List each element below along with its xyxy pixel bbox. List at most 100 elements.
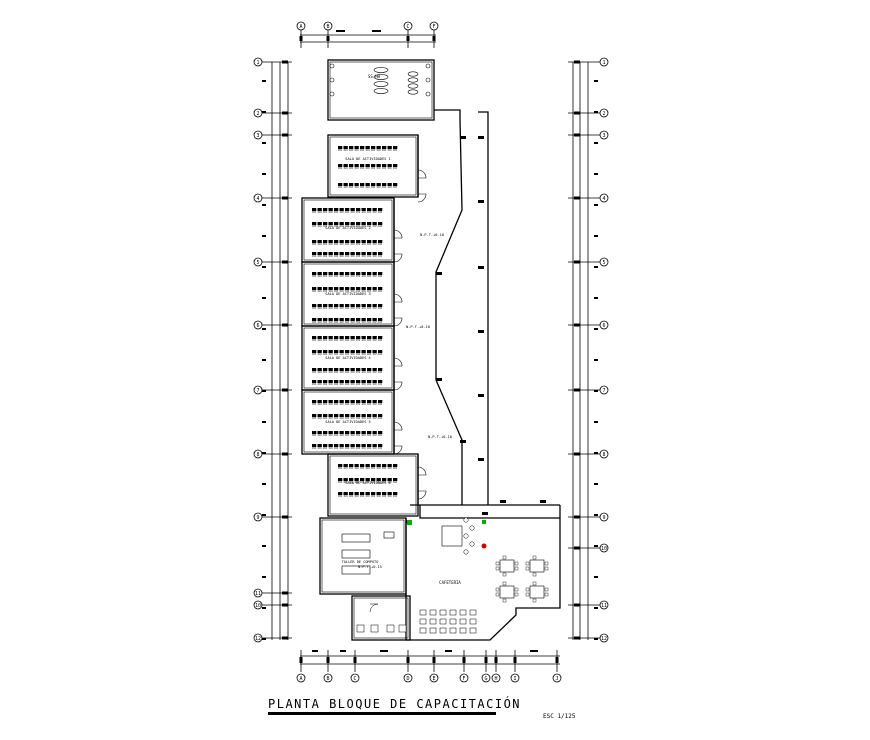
student-chair [334, 243, 338, 245]
student-desk [382, 492, 387, 495]
student-chair [312, 243, 316, 245]
student-chair [345, 211, 349, 213]
student-chair [361, 243, 366, 245]
student-chair [350, 321, 355, 323]
kitchen-fixture [463, 549, 469, 555]
left-row-axis-7: 7 [253, 385, 263, 395]
classroom-5-desks [312, 431, 383, 436]
student-chair [361, 290, 366, 292]
top-column-axis-C: C [403, 21, 413, 31]
student-desk [345, 368, 350, 371]
student-desk [334, 318, 339, 321]
lab-teacher-desk [383, 531, 395, 539]
axis-bubble-circle [253, 588, 263, 598]
toilet-fixture [407, 83, 419, 89]
cafeteria-chair [532, 598, 537, 603]
student-desk [338, 478, 343, 481]
student-chair [365, 481, 370, 483]
right-axis-marker [574, 260, 580, 264]
left-axis-marker [282, 388, 288, 392]
student-desk [361, 287, 366, 290]
left-row-axis-1: 1 [253, 57, 263, 67]
student-desk [328, 304, 333, 307]
student-desk [356, 287, 361, 290]
student-desk [356, 431, 361, 434]
student-desk [382, 478, 387, 481]
student-desk [367, 380, 372, 383]
student-chair [334, 225, 338, 227]
student-desk [393, 164, 398, 167]
cafeteria-table-set [525, 555, 549, 577]
classroom-4-desks [312, 350, 383, 355]
student-desk [376, 164, 381, 167]
student-desk [323, 414, 328, 417]
student-desk [323, 252, 328, 255]
student-chair [345, 371, 349, 373]
student-desk [378, 222, 383, 225]
student-desk [356, 444, 361, 447]
axis-bubble-circle [253, 257, 263, 267]
door-swing [393, 445, 403, 455]
student-desk [372, 272, 377, 275]
bottom-dim-text-mark [380, 650, 388, 652]
student-chair [367, 353, 371, 355]
services-top-block [327, 59, 435, 121]
student-desk [372, 368, 377, 371]
student-chair [361, 447, 366, 449]
axis-bubble-label: 7 [602, 388, 605, 394]
right-dim-text-mark [594, 576, 598, 578]
sink-fixture [329, 63, 335, 69]
student-desk [361, 431, 366, 434]
student-desk [350, 350, 355, 353]
student-chair [312, 383, 316, 385]
axis-bubble-label: 10 [255, 603, 261, 609]
room-label-services-top: SS.HH [368, 74, 381, 79]
student-desk [361, 222, 366, 225]
student-chair [334, 255, 338, 257]
right-axis-marker [574, 196, 580, 200]
student-chair [312, 211, 316, 213]
cafeteria-seat [429, 618, 437, 625]
classroom-6-desks [338, 492, 398, 497]
bottom-column-axis-D: D [403, 673, 413, 683]
door-swing [393, 421, 403, 431]
student-desk [345, 208, 350, 211]
student-chair [339, 371, 344, 373]
student-chair [323, 255, 327, 257]
student-chair [328, 417, 333, 419]
student-desk [361, 252, 366, 255]
cafeteria-chair [544, 592, 549, 597]
cafeteria-chair [502, 581, 507, 586]
cafeteria-seat [459, 609, 467, 616]
student-chair [312, 321, 316, 323]
cafeteria-seat [419, 627, 427, 634]
student-desk [349, 164, 354, 167]
right-dim-text-mark [594, 142, 598, 144]
axis-bubble-circle [253, 385, 263, 395]
right-row-axis-7: 7 [599, 385, 609, 395]
student-desk [372, 414, 377, 417]
student-chair [350, 353, 355, 355]
student-chair [317, 255, 322, 257]
right-dim-text-mark [594, 111, 598, 113]
student-chair [339, 275, 344, 277]
axis-bubble-label: I [513, 676, 516, 682]
student-chair [343, 495, 348, 497]
left-row-axis-10: 10 [253, 600, 263, 610]
bottom-column-axis-E: E [429, 673, 439, 683]
student-chair [382, 149, 386, 151]
student-chair [350, 434, 355, 436]
student-chair [323, 211, 327, 213]
left-axis-marker [282, 515, 288, 519]
building-walls [301, 59, 561, 641]
door-swing [393, 229, 403, 239]
right-axis-marker [574, 515, 580, 519]
axis-bubble-label: 2 [602, 111, 605, 117]
student-desk [356, 240, 361, 243]
bottom-axis-marker [406, 657, 410, 663]
axis-bubble-circle [599, 57, 609, 67]
student-desk [361, 444, 366, 447]
left-row-axis-2: 2 [253, 108, 263, 118]
student-desk [334, 336, 339, 339]
